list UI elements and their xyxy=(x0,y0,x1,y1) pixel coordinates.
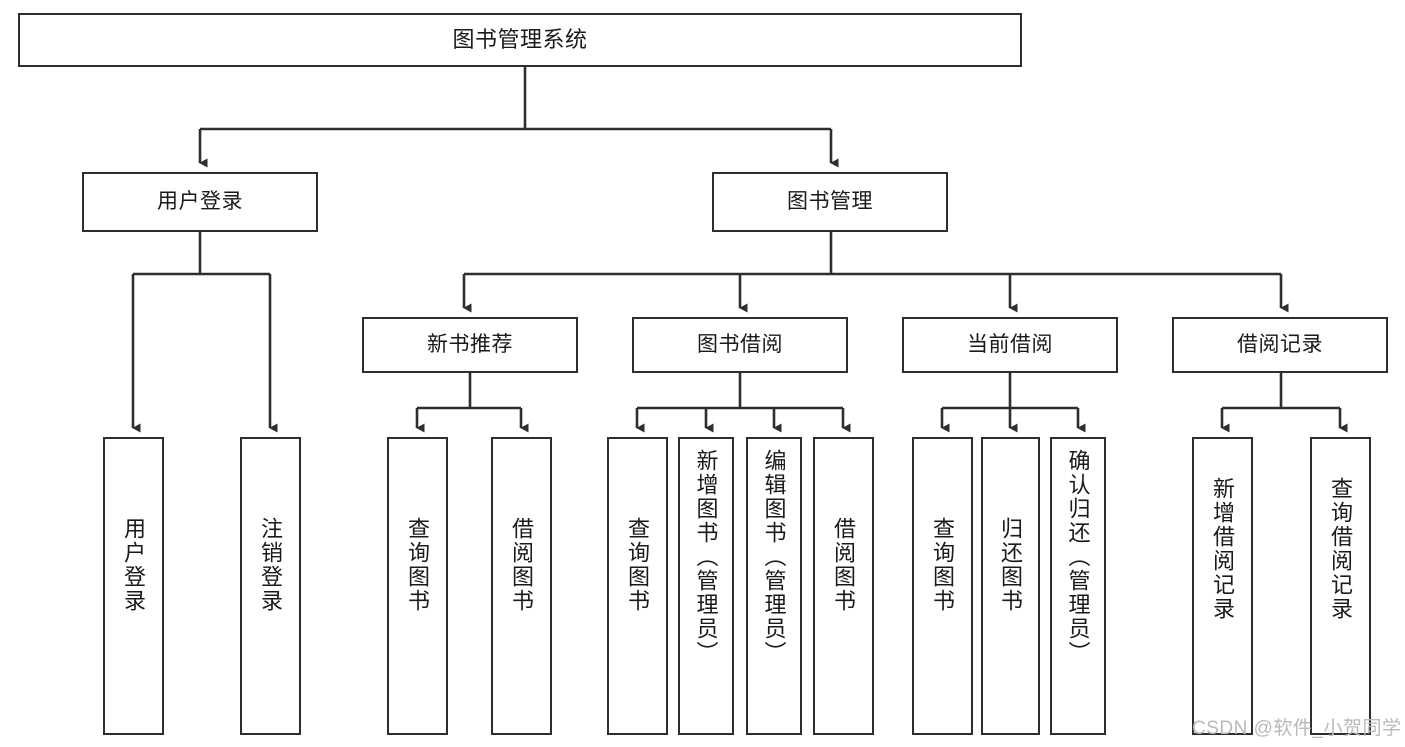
node-label: 确认归还（管理员） xyxy=(1065,449,1091,665)
leaf-query-book-1[interactable]: 查询图书 xyxy=(387,437,448,735)
node-label: 借阅记录 xyxy=(1237,332,1323,356)
leaf-edit-book[interactable]: 编辑图书（管理员） xyxy=(746,437,802,735)
leaf-borrow-book-1[interactable]: 借阅图书 xyxy=(491,437,552,735)
node-label: 注销登录 xyxy=(258,517,284,613)
node-label: 查询借阅记录 xyxy=(1328,477,1354,621)
node-root-system[interactable]: 图书管理系统 xyxy=(18,13,1022,67)
leaf-query-book-2[interactable]: 查询图书 xyxy=(607,437,668,735)
leaf-user-logout[interactable]: 注销登录 xyxy=(240,437,301,735)
node-label: 查询图书 xyxy=(930,517,956,613)
node-label: 图书借阅 xyxy=(697,332,783,356)
node-label: 用户登录 xyxy=(157,189,243,213)
node-label: 归还图书 xyxy=(998,517,1024,613)
leaf-add-book[interactable]: 新增图书（管理员） xyxy=(678,437,734,735)
node-label: 查询图书 xyxy=(405,517,431,613)
leaf-user-login[interactable]: 用户登录 xyxy=(103,437,164,735)
node-label: 新增借阅记录 xyxy=(1210,477,1236,621)
node-label: 图书管理系统 xyxy=(452,27,588,53)
leaf-add-record[interactable]: 新增借阅记录 xyxy=(1192,437,1253,735)
leaf-query-record[interactable]: 查询借阅记录 xyxy=(1310,437,1371,735)
node-label: 图书管理 xyxy=(787,189,873,213)
node-label: 新增图书（管理员） xyxy=(693,449,719,665)
leaf-borrow-book-2[interactable]: 借阅图书 xyxy=(813,437,874,735)
node-user-login[interactable]: 用户登录 xyxy=(82,172,318,232)
node-label: 借阅图书 xyxy=(831,517,857,613)
node-label: 新书推荐 xyxy=(427,332,513,356)
leaf-confirm-return[interactable]: 确认归还（管理员） xyxy=(1050,437,1106,735)
node-label: 借阅图书 xyxy=(509,517,535,613)
leaf-query-book-3[interactable]: 查询图书 xyxy=(912,437,973,735)
node-label: 查询图书 xyxy=(625,517,651,613)
node-new-book-rec[interactable]: 新书推荐 xyxy=(362,317,578,373)
node-label: 当前借阅 xyxy=(967,332,1053,356)
node-current-borrow[interactable]: 当前借阅 xyxy=(902,317,1118,373)
node-label: 用户登录 xyxy=(121,517,147,613)
node-label: 编辑图书（管理员） xyxy=(761,449,787,665)
leaf-return-book[interactable]: 归还图书 xyxy=(981,437,1040,735)
node-borrow-record[interactable]: 借阅记录 xyxy=(1172,317,1388,373)
csdn-watermark: CSDN @软件_小贺同学 xyxy=(1192,718,1402,739)
node-book-manage[interactable]: 图书管理 xyxy=(712,172,948,232)
node-book-borrow[interactable]: 图书借阅 xyxy=(632,317,848,373)
